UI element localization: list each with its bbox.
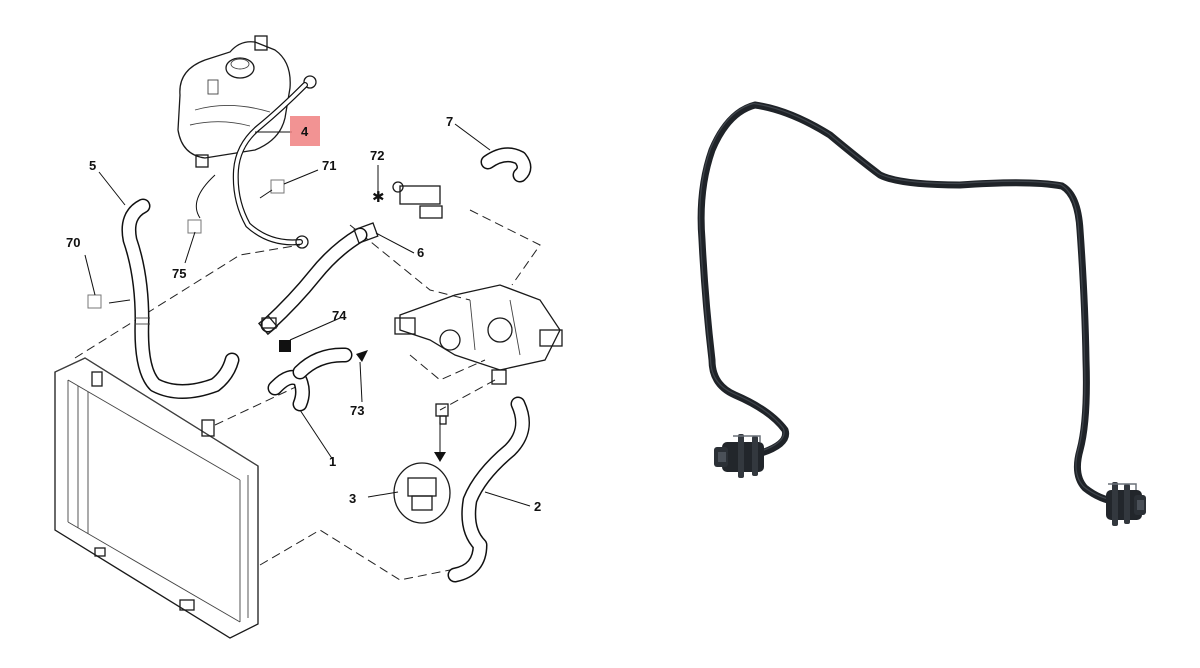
radiator — [54, 357, 259, 639]
callout-5: 5 — [89, 158, 96, 173]
highlight-box-part-4 — [290, 116, 320, 146]
cooling-system-exploded-diagram: ✱ 1 2 3 4 — [54, 35, 563, 639]
assembly-dash-lines — [74, 209, 541, 581]
thermostat-housing — [394, 284, 563, 385]
degassing-hose-part-4 — [232, 82, 309, 249]
callout-70: 70 — [66, 235, 80, 250]
part-markers: ✱ — [87, 179, 385, 362]
hose-part-1 — [267, 347, 353, 412]
triangle-marker — [356, 350, 368, 362]
valve-part — [392, 181, 443, 219]
leader-lines — [84, 123, 531, 507]
hose-part-5 — [121, 198, 240, 399]
callout-74: 74 — [332, 308, 347, 323]
callout-4: 4 — [301, 124, 309, 139]
callout-3: 3 — [349, 491, 356, 506]
open-square-marker — [187, 219, 202, 234]
callout-labels: 1 2 3 4 5 6 7 70 71 72 73 74 75 — [66, 114, 541, 514]
filled-square-marker — [279, 340, 291, 352]
bleed-screw-part-3-magnified — [393, 422, 451, 524]
callout-73: 73 — [350, 403, 364, 418]
hose-tube — [697, 101, 1122, 506]
right-quick-connector — [1106, 482, 1146, 526]
callout-6: 6 — [417, 245, 424, 260]
callout-71: 71 — [322, 158, 336, 173]
left-quick-connector — [714, 434, 764, 478]
callout-7: 7 — [446, 114, 453, 129]
sensor-part-74 — [261, 317, 277, 329]
fitting-part — [435, 403, 449, 425]
callout-1: 1 — [329, 454, 336, 469]
hose-part-2 — [447, 396, 530, 583]
expansion-tank — [177, 35, 317, 168]
elbow-part-7 — [480, 147, 532, 183]
open-square-marker — [270, 179, 285, 194]
open-square-marker — [87, 294, 102, 309]
star-marker: ✱ — [372, 188, 385, 206]
callout-75: 75 — [172, 266, 186, 281]
callout-2: 2 — [534, 499, 541, 514]
callout-72: 72 — [370, 148, 384, 163]
degassing-hose-photo — [697, 101, 1146, 526]
hose-part-6 — [257, 222, 379, 336]
